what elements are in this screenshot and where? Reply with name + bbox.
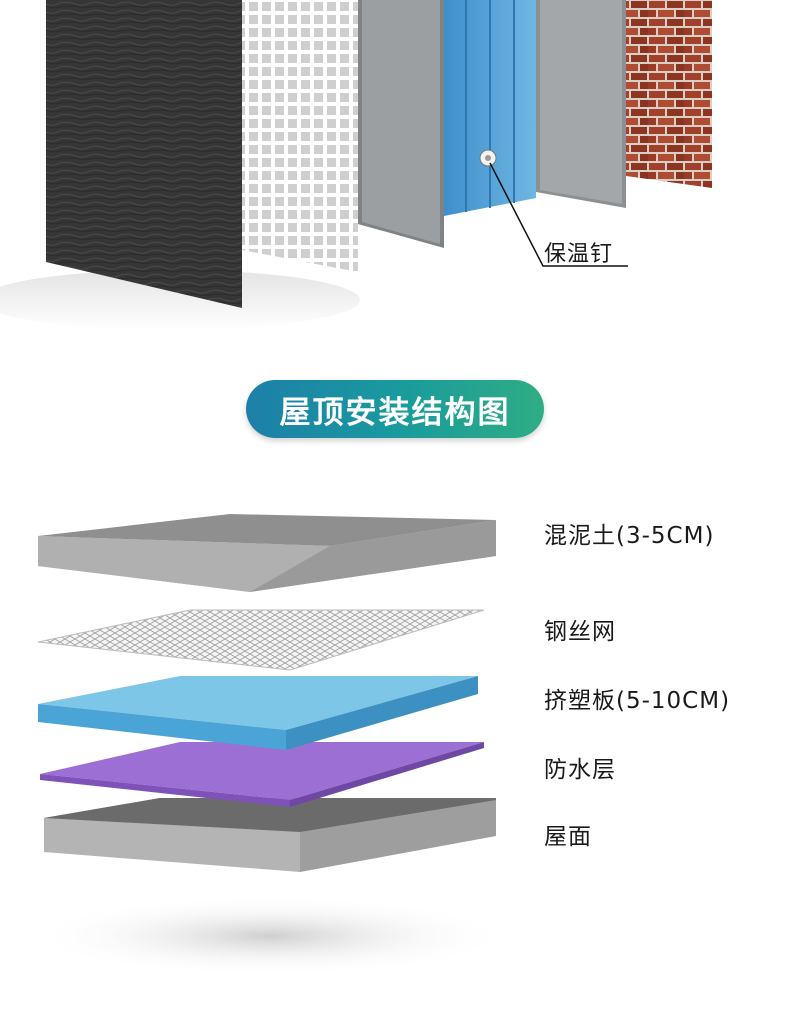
section-title: 屋顶安装结构图 [279, 394, 511, 431]
layer-label-wire-mesh: 钢丝网 [544, 619, 616, 645]
layer-label-waterproof: 防水层 [544, 757, 616, 783]
xps-board-layer [38, 676, 478, 750]
section-title-badge: 屋顶安装结构图 [246, 380, 544, 438]
wall-layers-illustration: 保温钉 [0, 0, 790, 340]
wire-mesh-layer [37, 609, 485, 671]
insulation-nail-label: 保温钉 [544, 242, 614, 267]
layer-label-roof-deck: 屋面 [544, 824, 592, 850]
roof-layers-diagram: 混泥土(3-5CM) 钢丝网 挤塑板(5-10CM) 防水层 屋面 [0, 480, 790, 1030]
layer-label-xps-board: 挤塑板(5-10CM) [544, 688, 731, 714]
roof-deck-layer [44, 798, 496, 872]
waterproof-layer [40, 742, 484, 807]
concrete-layer [38, 514, 496, 592]
layer-label-concrete: 混泥土(3-5CM) [544, 523, 715, 549]
